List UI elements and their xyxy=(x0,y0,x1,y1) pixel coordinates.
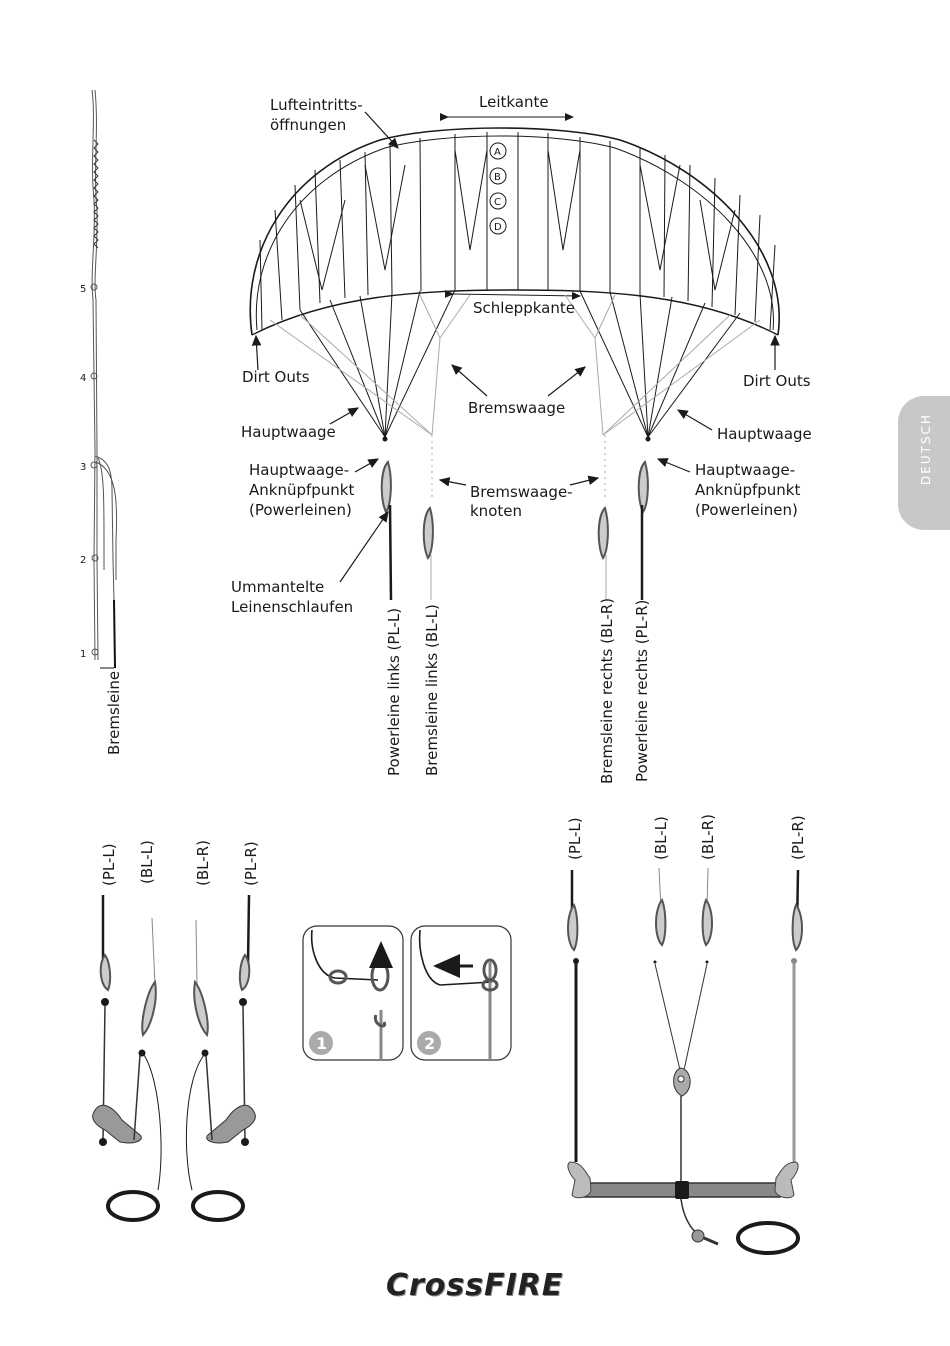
label-ummantelt-1: Ummantelte xyxy=(231,578,324,596)
knot-label-5: 5 xyxy=(80,284,86,295)
main-bridle xyxy=(299,289,741,438)
brake-bridle xyxy=(269,294,761,500)
language-tab-label: DEUTSCH xyxy=(919,413,933,485)
handle-connection-diagram xyxy=(92,894,256,1222)
label-anknuepf-right-3: (Powerleinen) xyxy=(695,501,798,519)
label-lufteintritt-2: öffnungen xyxy=(270,116,346,134)
label-short-pl-r-1: (PL-R) xyxy=(242,841,260,886)
cell-c: C xyxy=(494,197,501,208)
label-anknuepf-right-1: Hauptwaage- xyxy=(695,461,795,479)
label-pl-l: Powerleine links (PL-L) xyxy=(385,608,403,776)
label-leitkante: Leitkante xyxy=(479,93,549,111)
crossfire-logo: CrossFIRE xyxy=(386,1268,572,1308)
label-short-pl-l-2: (PL-L) xyxy=(566,817,584,860)
knot-label-1: 1 xyxy=(80,649,86,660)
label-bremsknoten-2: knoten xyxy=(470,502,522,520)
label-anknuepf-left-1: Hauptwaage- xyxy=(249,461,349,479)
label-short-bl-l-2: (BL-L) xyxy=(652,816,670,860)
knot-label-3: 3 xyxy=(80,462,86,473)
label-dirt-outs-left: Dirt Outs xyxy=(242,368,310,386)
label-short-bl-r-2: (BL-R) xyxy=(699,814,717,860)
label-ummantelt-2: Leinenschlaufen xyxy=(231,598,353,616)
knot-label-2: 2 xyxy=(80,555,86,566)
knot-step-2-panel xyxy=(410,925,512,1061)
label-bremsknoten-1: Bremswaage- xyxy=(470,483,573,501)
label-hauptwaage-right: Hauptwaage xyxy=(717,425,812,443)
label-lufteintritt-1: Lufteintritts- xyxy=(270,96,363,114)
language-tab: DEUTSCH xyxy=(898,396,950,530)
label-pl-r: Powerleine rechts (PL-R) xyxy=(633,600,651,782)
label-dirt-outs-right: Dirt Outs xyxy=(743,372,811,390)
knot-step-1-panel xyxy=(302,925,404,1061)
label-anknuepf-right-2: Anknüpfpunkt xyxy=(695,481,800,499)
cell-markers xyxy=(489,142,507,235)
label-anknuepf-left-3: (Powerleinen) xyxy=(249,501,352,519)
label-anknuepf-left-2: Anknüpfpunkt xyxy=(249,481,354,499)
label-bl-l: Bremsleine links (BL-L) xyxy=(423,604,441,776)
callout-arrows xyxy=(251,111,780,583)
label-short-pl-r-2: (PL-R) xyxy=(789,815,807,860)
label-bremsleine: Bremsleine xyxy=(105,671,123,755)
label-schleppkante: Schleppkante xyxy=(473,299,575,317)
knot-label-4: 4 xyxy=(80,373,86,384)
brake-line-knots-diagram xyxy=(90,89,118,669)
kite-canopy xyxy=(249,113,780,336)
label-bremswaage: Bremswaage xyxy=(468,399,565,417)
label-short-bl-r-1: (BL-R) xyxy=(194,840,212,886)
label-short-bl-l-1: (BL-L) xyxy=(138,840,156,884)
cell-d: D xyxy=(494,222,502,233)
cell-a: A xyxy=(494,147,501,158)
logo-text: CrossFIRE xyxy=(386,1268,564,1303)
step-2-badge: 2 xyxy=(424,1034,435,1053)
label-hauptwaage-left: Hauptwaage xyxy=(241,423,336,441)
label-bl-r: Bremsleine rechts (BL-R) xyxy=(598,598,616,784)
cell-b: B xyxy=(494,172,501,183)
step-1-badge: 1 xyxy=(316,1034,327,1053)
label-short-pl-l-1: (PL-L) xyxy=(100,843,118,886)
control-bar-diagram xyxy=(567,867,803,1255)
line-loops-top xyxy=(380,460,649,601)
